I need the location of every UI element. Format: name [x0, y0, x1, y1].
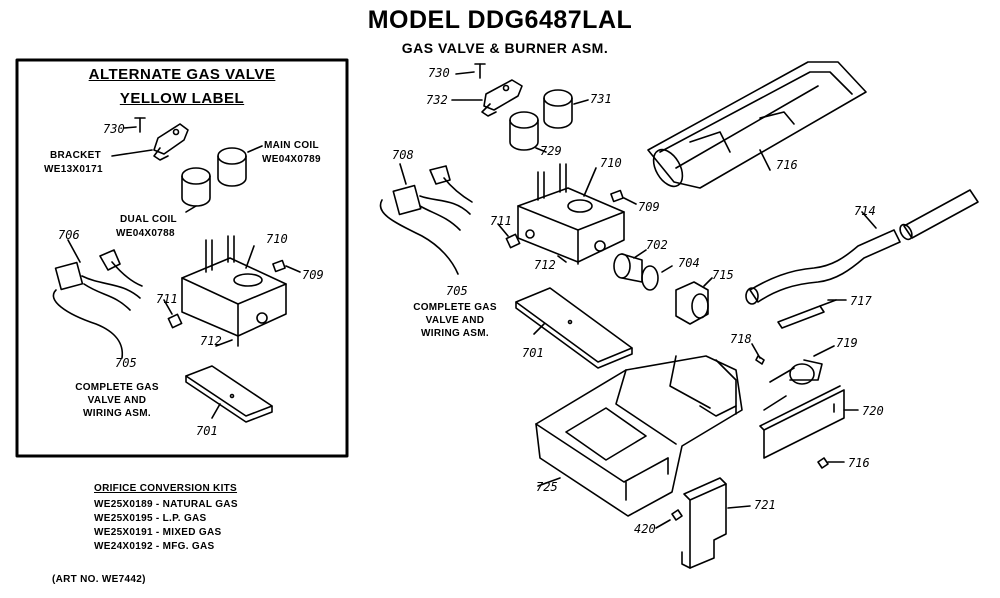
- inset-main-coil-label: MAIN COIL: [264, 140, 319, 151]
- kits-item: WE25X0191 - MIXED GAS: [94, 527, 222, 538]
- page-subtitle: GAS VALVE & BURNER ASM.: [401, 40, 609, 56]
- main-bracket-715: [675, 277, 713, 325]
- inset-wiring-harness: [52, 239, 143, 359]
- kits-item: WE24X0192 - MFG. GAS: [94, 541, 215, 552]
- main-ref-730: 730: [428, 66, 450, 80]
- main-ref-731: 731: [590, 92, 612, 106]
- main-bracket-720: [759, 385, 859, 459]
- main-igniter-rod-717: [777, 299, 847, 329]
- inset-ref-712: 712: [200, 334, 222, 348]
- main-ref-702: 702: [646, 238, 668, 252]
- main-ref-701: 701: [522, 346, 544, 360]
- main-screw-730: [455, 63, 486, 79]
- main-ref-716-lower: 716: [848, 456, 870, 470]
- kits-item: WE25X0189 - NATURAL GAS: [94, 499, 238, 510]
- inset-main-coil: [217, 145, 263, 187]
- inset-bracket: [111, 123, 189, 161]
- main-ref-715: 715: [712, 268, 734, 282]
- main-wiring-harness: [379, 163, 473, 275]
- main-ref-704: 704: [678, 256, 700, 270]
- main-coil-731: [543, 89, 589, 129]
- main-orifice-702-704: [613, 249, 673, 291]
- inset-complete-line1: COMPLETE GAS: [75, 382, 159, 393]
- main-ref-716: 716: [776, 158, 798, 172]
- kits-heading: ORIFICE CONVERSION KITS: [94, 483, 238, 494]
- main-ref-420: 420: [634, 522, 656, 536]
- main-burner-shield-716: [647, 61, 867, 189]
- inset-main-coil-part: WE04X0789: [262, 154, 321, 165]
- main-ref-719: 719: [836, 336, 858, 350]
- inset-heading-line1: ALTERNATE GAS VALVE: [88, 66, 276, 83]
- inset-dual-coil: [181, 167, 211, 213]
- inset-complete-line2: VALVE AND: [87, 395, 147, 406]
- main-ref-714: 714: [854, 204, 876, 218]
- inset-ref-730: 730: [103, 122, 125, 136]
- inset-complete-line3: WIRING ASM.: [83, 408, 151, 419]
- inset-ref-710: 710: [266, 232, 288, 246]
- main-screw-420: [655, 509, 683, 529]
- inset-bracket-part: WE13X0171: [44, 164, 103, 175]
- inset-dual-coil-label: DUAL COIL: [120, 214, 177, 225]
- inset-ref-701: 701: [196, 424, 218, 438]
- main-fitting-711: [497, 223, 521, 249]
- main-complete-line1: COMPLETE GAS: [413, 302, 497, 313]
- main-bracket-732: [451, 79, 523, 117]
- main-igniter-719: [763, 345, 835, 411]
- main-ref-732: 732: [426, 93, 448, 107]
- inset-gas-valve-body: [181, 235, 287, 347]
- main-ref-710: 710: [600, 156, 622, 170]
- inset-plate-701: [185, 365, 273, 423]
- inset-screw-709: [245, 245, 301, 273]
- main-shield-721: [681, 477, 751, 569]
- main-ref-709: 709: [638, 200, 660, 214]
- main-ref-718: 718: [730, 332, 752, 346]
- main-plate-701: [515, 287, 633, 369]
- main-ref-712: 712: [534, 258, 556, 272]
- inset-ref-711: 711: [156, 292, 178, 306]
- art-number: (ART NO. WE7442): [52, 574, 146, 585]
- inset-screw-730: [123, 117, 146, 133]
- main-screw-718: [751, 343, 765, 365]
- inset-dual-coil-part: WE04X0788: [116, 228, 175, 239]
- inset-heading-line2: YELLOW LABEL: [119, 90, 245, 107]
- main-screw-716-lower: [817, 457, 845, 469]
- inset-bracket-label: BRACKET: [50, 150, 101, 161]
- main-ref-717: 717: [850, 294, 872, 308]
- main-ref-721: 721: [754, 498, 776, 512]
- inset-fitting-711: [163, 299, 183, 329]
- main-burner-housing-725: [535, 355, 743, 517]
- page-title: MODEL DDG6487LAL: [367, 6, 633, 34]
- main-tube-716-right: [899, 189, 979, 241]
- main-complete-line2: VALVE AND: [425, 315, 485, 326]
- main-ref-711: 711: [490, 214, 512, 228]
- main-screw-709: [610, 189, 637, 205]
- alternate-valve-inset-border: [15, 58, 349, 458]
- main-ref-705: 705: [446, 284, 468, 298]
- main-coil-729: [509, 111, 547, 153]
- inset-ref-706: 706: [58, 228, 80, 242]
- main-gas-valve-body: [517, 163, 625, 265]
- main-complete-line3: WIRING ASM.: [421, 328, 489, 339]
- inset-ref-709: 709: [302, 268, 324, 282]
- main-ref-725: 725: [536, 480, 558, 494]
- main-burner-tube-714: [745, 211, 901, 305]
- main-ref-729: 729: [540, 144, 562, 158]
- main-ref-708: 708: [392, 148, 414, 162]
- main-ref-720: 720: [862, 404, 884, 418]
- inset-ref-705: 705: [115, 356, 137, 370]
- kits-item: WE25X0195 - L.P. GAS: [94, 513, 207, 524]
